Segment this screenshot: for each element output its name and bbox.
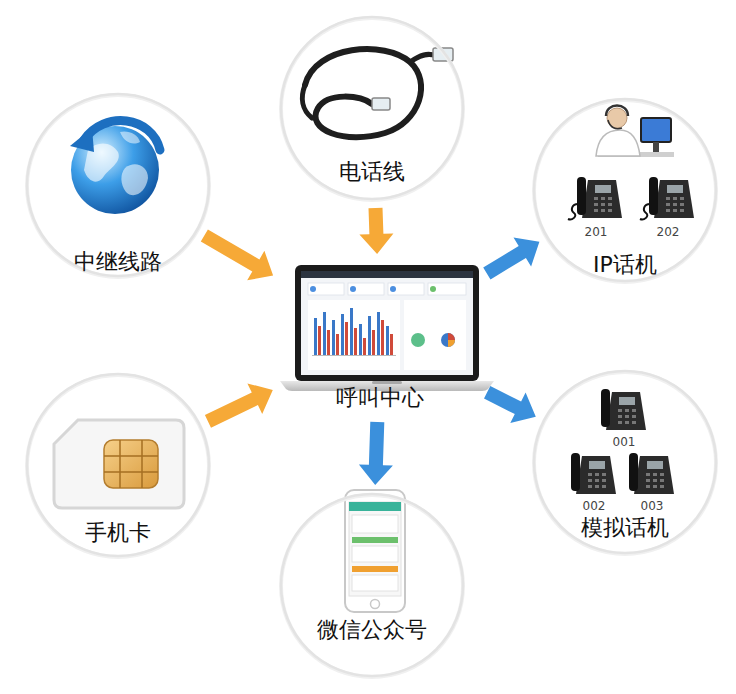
extension-number: 003 (641, 499, 664, 513)
node-label: 中继线路 (25, 249, 211, 275)
laptop-icon (280, 265, 494, 391)
mobile-phone-icon (345, 490, 405, 612)
channel-circle: 中继线路 (25, 92, 211, 278)
extension-number: 001 (613, 435, 636, 449)
extension-number: 202 (657, 225, 680, 239)
node-label: 呼叫中心 (280, 385, 480, 411)
channel-circle: IP话机 (532, 97, 718, 283)
flow-arrow (359, 422, 393, 485)
channel-circle: 模拟话机 (532, 369, 718, 555)
channel-circle: 手机卡 (25, 372, 211, 558)
node-label: IP话机 (532, 252, 718, 278)
flow-arrow (205, 383, 273, 427)
node-label: 微信公众号 (279, 617, 465, 643)
cable-icon (302, 48, 453, 137)
node-label: 模拟话机 (532, 515, 718, 541)
extension-number: 201 (585, 225, 608, 239)
circle-border (27, 94, 209, 276)
flow-arrow (201, 229, 273, 280)
analog-phone-icon (571, 389, 674, 494)
flow-arrow (484, 386, 536, 423)
flow-arrow (483, 238, 539, 280)
ip-phone-icon (568, 106, 694, 220)
flow-arrow (359, 208, 393, 254)
globe-icon (70, 121, 160, 214)
channel-circle: 微信公众号 (279, 492, 465, 678)
circle-outline (279, 492, 465, 678)
node-label: 电话线 (279, 159, 465, 185)
circle-shadow (281, 495, 463, 677)
extension-number: 002 (583, 499, 606, 513)
hub-node: 呼叫中心 (280, 262, 480, 414)
circle-border (281, 494, 463, 676)
sim-card-icon (54, 420, 184, 508)
channel-circle: 电话线 (279, 15, 465, 201)
node-label: 手机卡 (25, 520, 211, 546)
